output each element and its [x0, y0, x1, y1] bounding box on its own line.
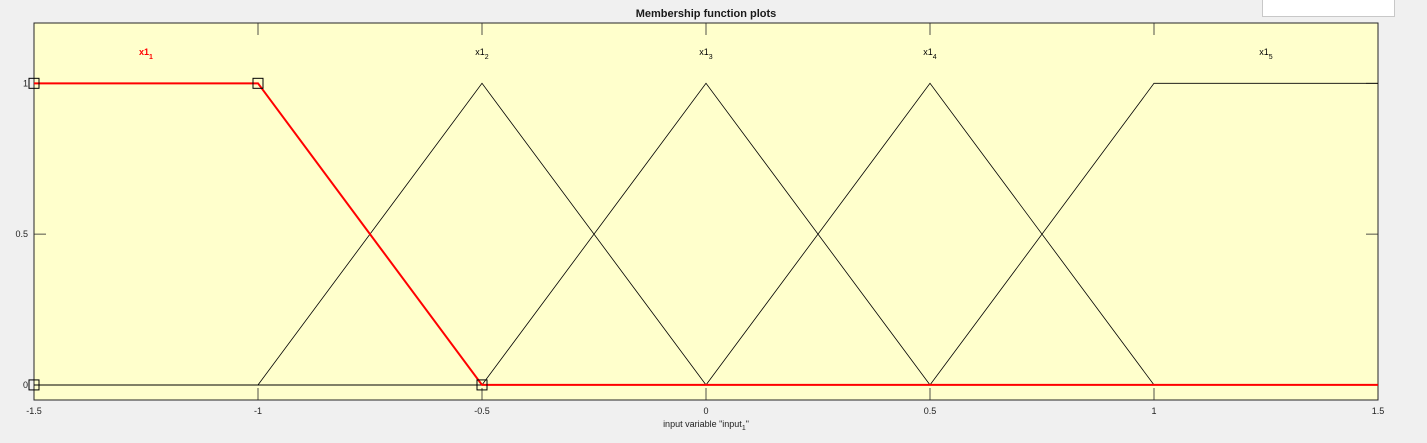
mf-handle[interactable] [28, 77, 40, 89]
mf-handle[interactable] [28, 379, 40, 391]
chart-title: Membership function plots [635, 8, 777, 20]
mf-handle[interactable] [252, 77, 264, 89]
mf-label-x1-1[interactable]: x11 [139, 47, 153, 61]
x-tick-label: -1 [254, 406, 262, 416]
y-tick-label: 1 [23, 78, 28, 88]
mf-label-x1-5[interactable]: x15 [1259, 47, 1273, 61]
mf-label-x1-3[interactable]: x13 [699, 47, 713, 61]
mf-handle[interactable] [476, 379, 488, 391]
x-tick-label: 1 [1151, 406, 1156, 416]
x-tick-label: 0 [703, 406, 708, 416]
y-tick-label: 0 [23, 380, 28, 390]
x-axis-label: input variable "input1" [663, 419, 749, 432]
plot-area [33, 22, 1379, 401]
mf-label-x1-4[interactable]: x14 [923, 47, 937, 61]
mf-line-x1-1[interactable] [34, 82, 1378, 386]
x-tick-label: 1.5 [1372, 406, 1385, 416]
mf-label-x1-2[interactable]: x12 [475, 47, 489, 61]
corner-input-box[interactable] [1262, 0, 1395, 17]
x-tick-label: 0.5 [924, 406, 937, 416]
x-tick-label: -0.5 [474, 406, 490, 416]
x-tick-label: -1.5 [26, 406, 42, 416]
y-tick-label: 0.5 [15, 229, 28, 239]
